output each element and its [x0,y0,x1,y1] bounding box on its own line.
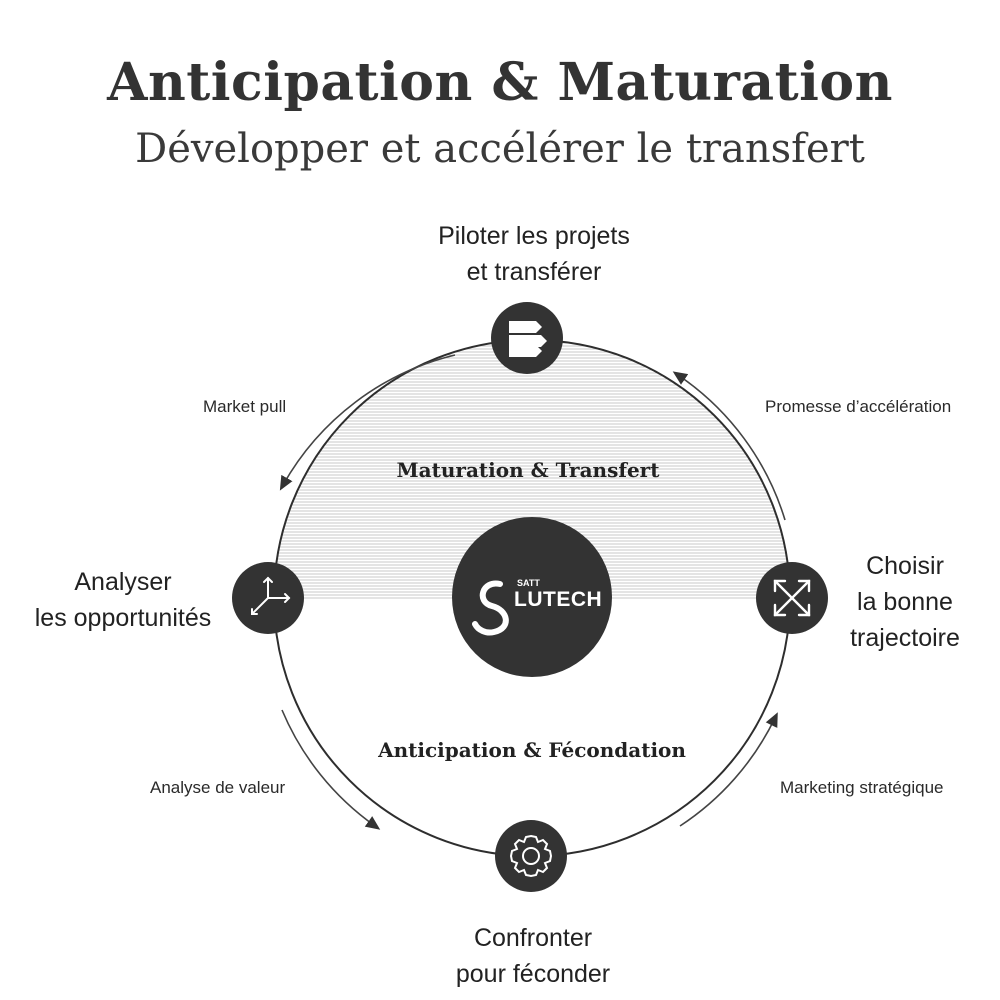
node-label-bottom: Confronter pour féconder [400,920,666,992]
page-subtitle: Développer et accélérer le transfert [135,126,865,172]
arc-arrow-bottom-left [281,709,381,830]
crossed-arrows-icon [773,579,811,617]
node-label-bottom-line2: pour féconder [455,960,611,988]
logo-swirl-icon [472,580,509,636]
node-label-left: Analyser les opportunités [18,564,228,636]
half-label-bottom: Anticipation & Fécondation [378,738,686,762]
node-label-top-line1: Piloter les projets [438,222,630,250]
page-title: Anticipation & Maturation [107,52,893,113]
node-label-top: Piloter les projets et transférer [384,218,684,290]
arc-arrow-top-right [672,371,786,521]
arc-arrow-bottom-right [679,712,778,827]
arc-arrow-top-left [279,354,456,491]
node-label-right: Choisir la bonne trajectoire [832,548,978,656]
node-label-right-line1: Choisir [866,552,944,580]
node-label-left-line2: les opportunités [34,604,212,632]
node-label-bottom-line1: Confronter [473,924,593,952]
node-bottom-circle [495,820,567,892]
node-label-top-line2: et transférer [466,258,602,286]
arc-label-top-right: Promesse d’accélération [765,397,952,416]
upper-half-hatch [274,340,790,600]
node-label-right-line3: trajectoire [850,624,960,652]
logo-lutech-text: LUTECH [514,588,603,611]
gear-icon [509,834,553,878]
arc-label-bottom-left: Analyse de valeur [150,778,286,797]
half-label-top: Maturation & Transfert [396,458,660,482]
node-label-left-line1: Analyser [74,568,172,596]
logo-satt-text: SATT [517,578,540,588]
stacked-arrows-icon [509,321,547,357]
node-label-right-line2: la bonne [857,588,953,616]
arc-label-top-left: Market pull [203,397,287,416]
center-logo-circle [452,517,612,677]
branch-arrows-icon [251,576,291,615]
arc-label-bottom-right: Marketing stratégique [780,778,944,797]
